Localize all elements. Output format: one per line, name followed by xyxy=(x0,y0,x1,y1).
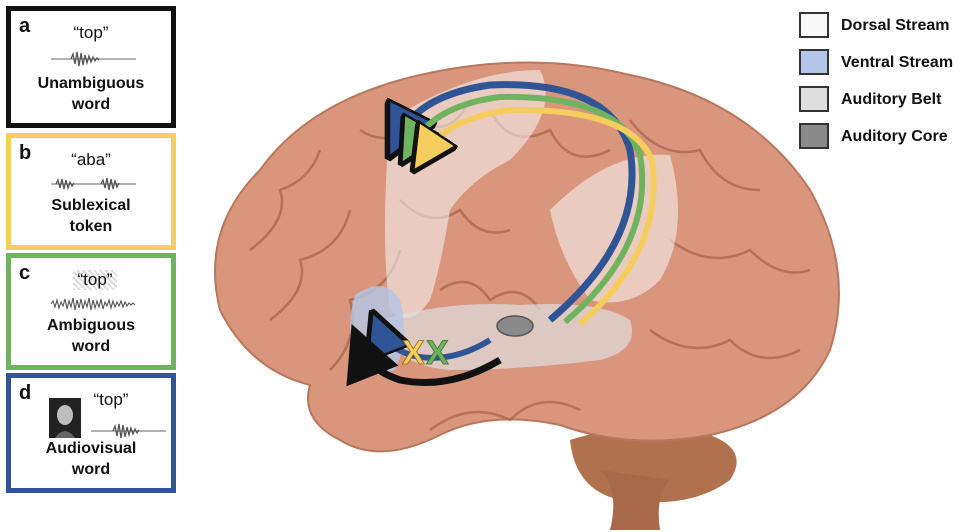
panel-label: Sublexical token xyxy=(11,195,171,237)
panel-d: d “top” Audiovisual word xyxy=(6,373,176,493)
panel-letter: d xyxy=(19,382,31,405)
panel-label: Unambiguous word xyxy=(11,73,171,115)
auditory-core-region xyxy=(497,316,533,336)
panel-letter: c xyxy=(19,262,30,285)
panel-label-line1: Ambiguous xyxy=(11,315,171,336)
panel-label-line2: word xyxy=(11,94,171,115)
panel-label-line2: word xyxy=(11,459,171,480)
panel-label-line1: Audiovisual xyxy=(11,438,171,459)
legend-label: Dorsal Stream xyxy=(841,17,950,35)
panel-b: b “aba” Sublexical token xyxy=(6,133,176,250)
ventral-stream-region xyxy=(350,286,404,373)
panel-c: c “top” Ambiguous word xyxy=(6,253,176,370)
legend-swatch xyxy=(799,12,829,38)
waveform-icon xyxy=(11,176,171,192)
waveform-icon xyxy=(11,51,171,67)
panel-sound-text: “top” xyxy=(11,23,171,43)
brain-illustration: X X xyxy=(190,40,870,530)
panel-label: Audiovisual word xyxy=(11,438,171,480)
panel-label-line1: Sublexical xyxy=(11,195,171,216)
panel-sound-text: “aba” xyxy=(11,150,171,170)
noisy-waveform-icon xyxy=(11,296,171,312)
x-mark-green: X xyxy=(426,334,449,372)
x-mark-yellow: X xyxy=(402,334,425,372)
panel-label-line1: Unambiguous xyxy=(11,73,171,94)
waveform-icon xyxy=(41,423,171,439)
panel-a: a “top” Unambiguous word xyxy=(6,6,176,128)
panel-label-line2: token xyxy=(11,216,171,237)
panel-label: Ambiguous word xyxy=(11,315,171,357)
panel-label-line2: word xyxy=(11,336,171,357)
brainstem-shape xyxy=(600,470,670,530)
panel-sound-text: “top” xyxy=(73,270,117,290)
